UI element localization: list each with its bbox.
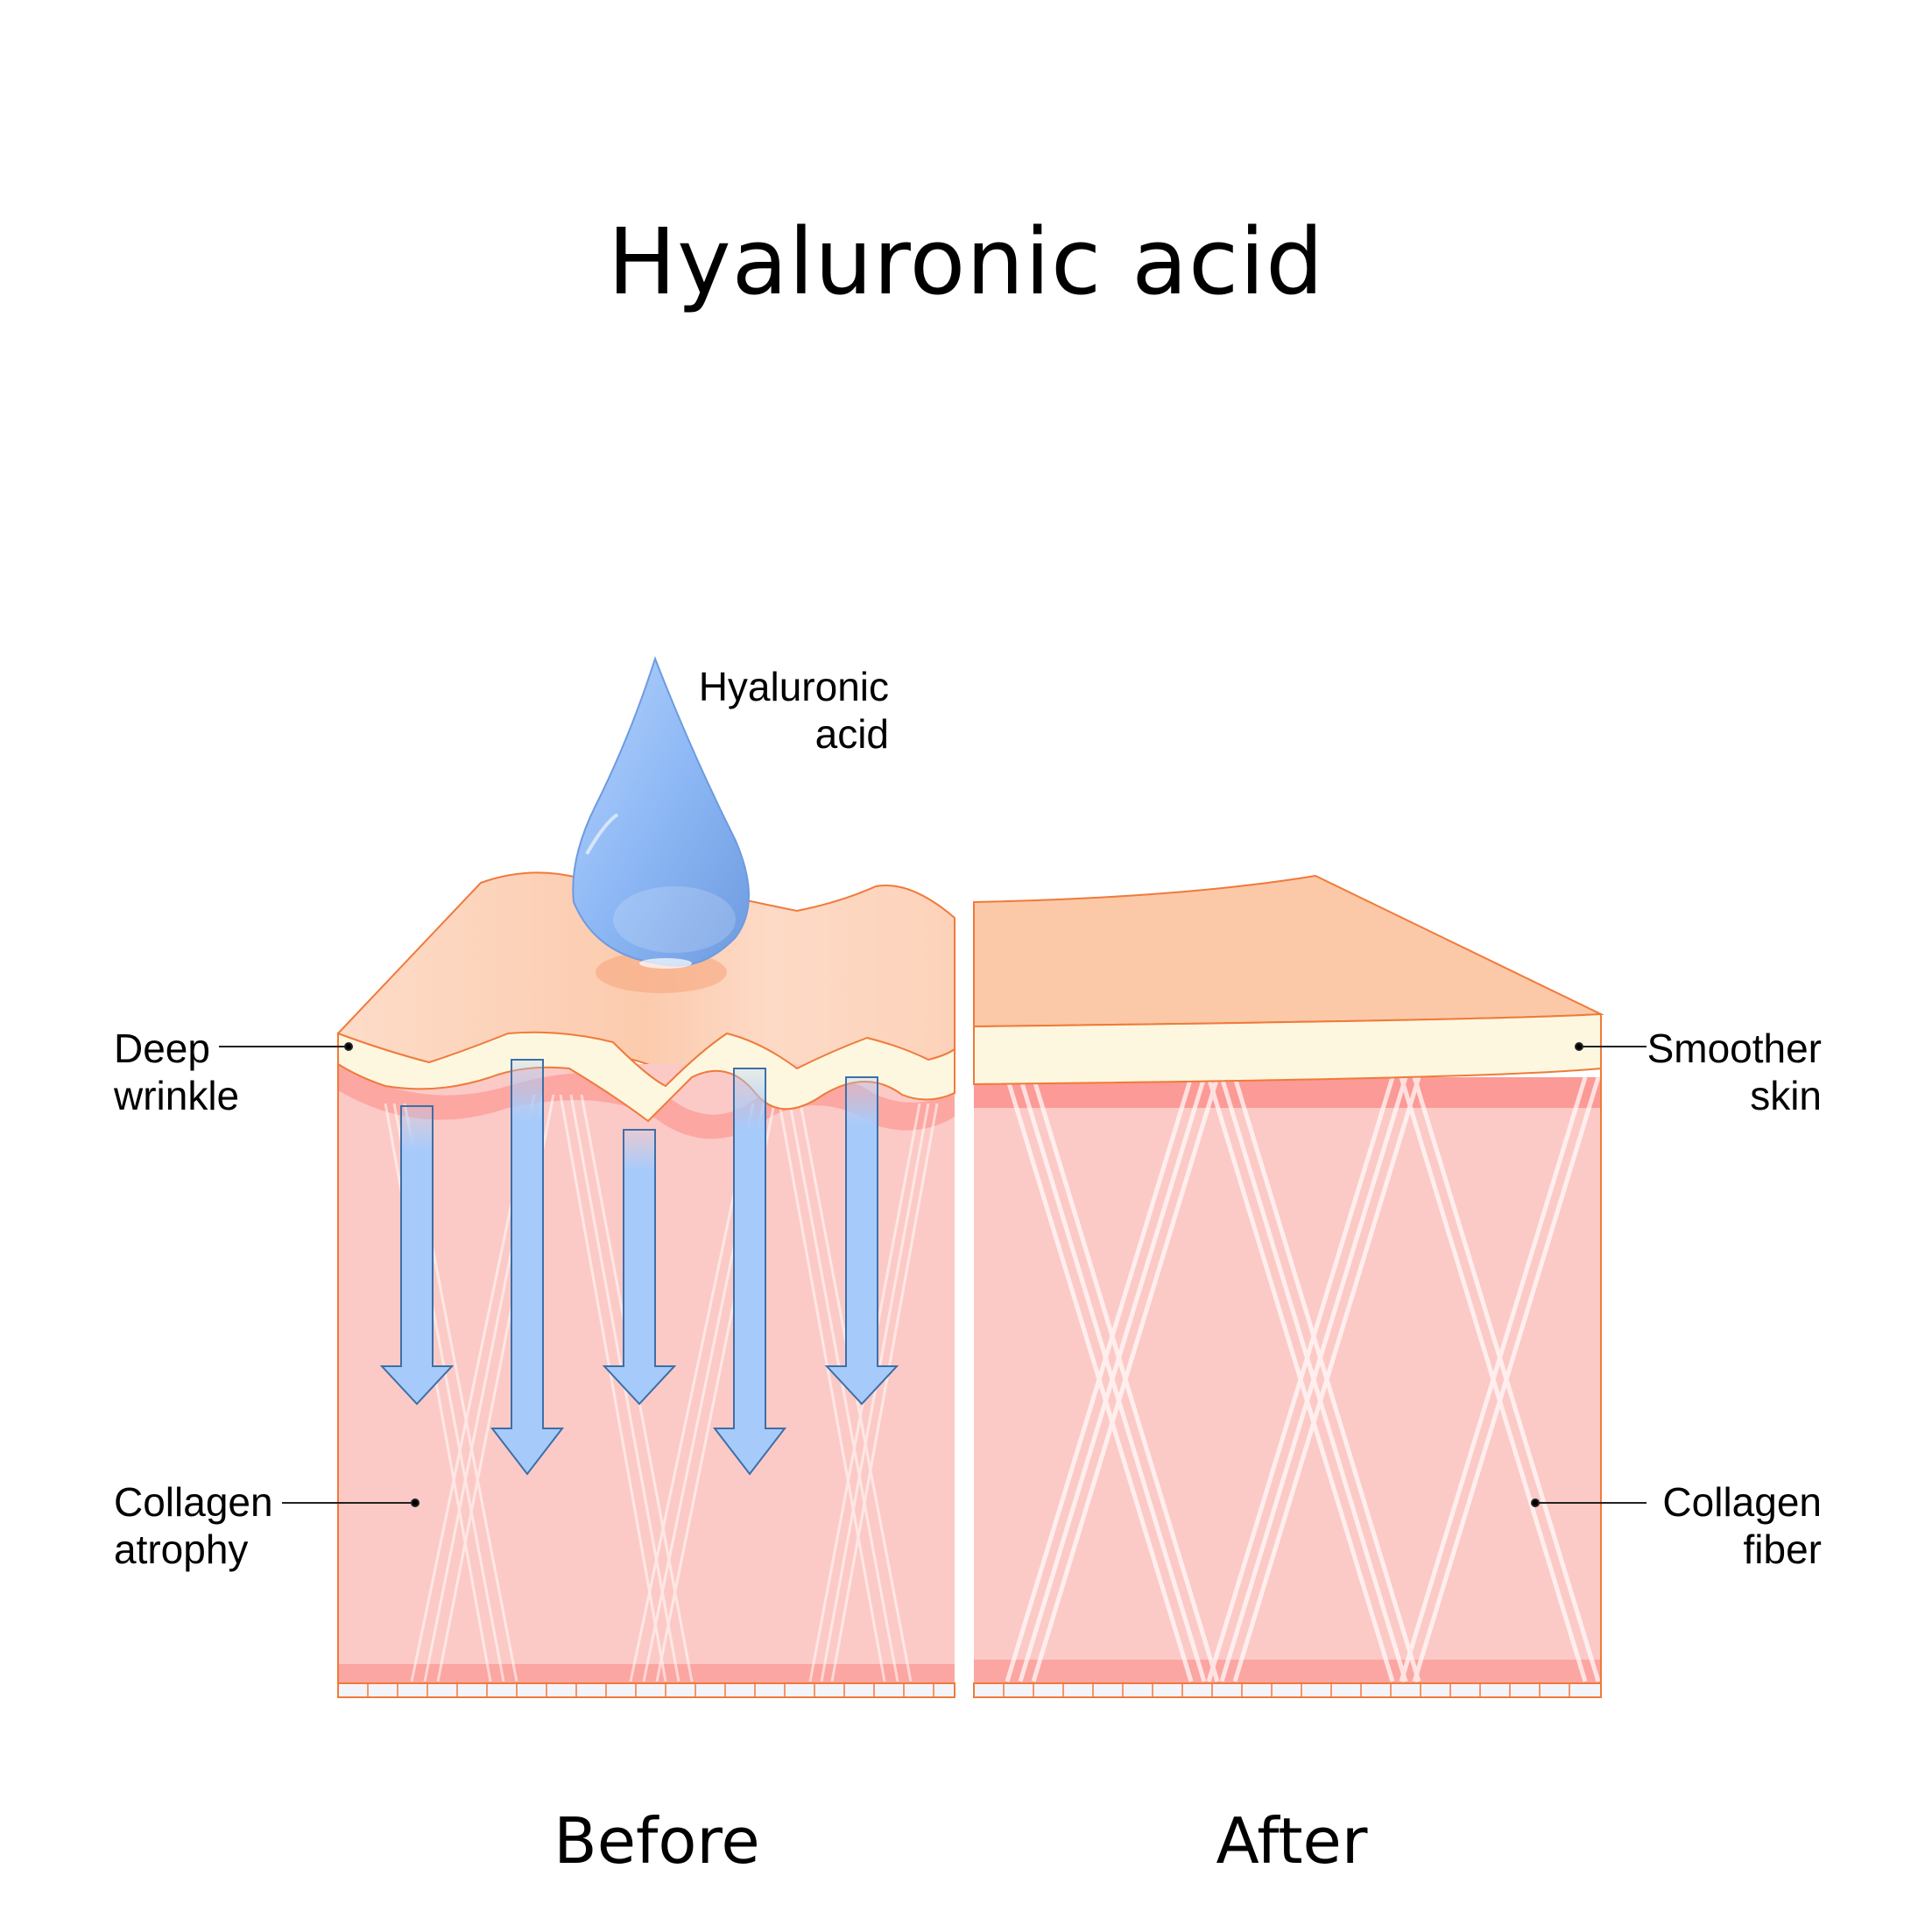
arrow-down-icon <box>712 1068 787 1476</box>
after-skin-block <box>973 874 1604 1698</box>
arrow-down-icon <box>490 1059 565 1476</box>
label-collagen-fiber: Collagen fiber <box>1611 1478 1822 1573</box>
label-line: acid <box>814 711 889 757</box>
label-line: Hyaluronic <box>698 664 889 709</box>
label-line: atrophy <box>114 1527 249 1572</box>
label-line: Smoother <box>1646 1026 1822 1071</box>
arrow-down-icon <box>379 1105 455 1406</box>
label-collagen-atrophy: Collagen atrophy <box>114 1478 273 1573</box>
basal-cell-row-before <box>337 1682 955 1698</box>
label-hyaluronic-acid: Hyaluronic acid <box>613 663 889 758</box>
arrow-down-icon <box>824 1076 899 1406</box>
hyaluronic-penetration-arrows <box>379 1059 899 1476</box>
label-line: Collagen <box>1662 1479 1822 1525</box>
caption-before: Before <box>554 1804 760 1878</box>
arrow-down-icon <box>602 1129 677 1406</box>
label-line: Deep <box>114 1026 210 1071</box>
label-line: Collagen <box>114 1479 273 1525</box>
label-line: skin <box>1750 1073 1822 1118</box>
caption-after: After <box>1216 1804 1368 1878</box>
label-deep-wrinkle: Deep wrinkle <box>114 1025 239 1119</box>
label-line: wrinkle <box>114 1073 240 1118</box>
leader-lines <box>219 1042 1646 1507</box>
label-line: fiber <box>1743 1527 1822 1572</box>
basal-cell-row-after <box>973 1682 1602 1698</box>
hyaluronic-acid-drop-icon <box>572 655 750 993</box>
label-smoother-skin: Smoother skin <box>1611 1025 1822 1119</box>
page-title: Hyaluronic acid <box>607 208 1325 315</box>
